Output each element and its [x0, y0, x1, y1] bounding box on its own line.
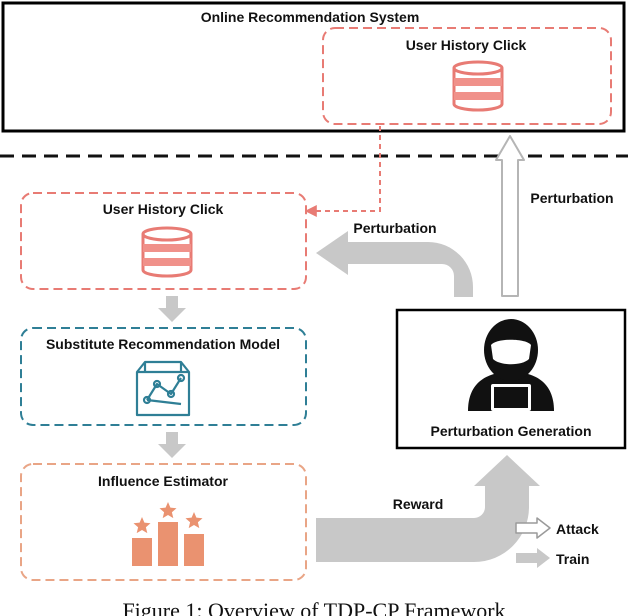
legend-train-arrow	[516, 548, 550, 568]
flow-arrow-down-2	[158, 432, 186, 458]
online-system-box	[1, 1, 626, 133]
hacker-icon	[468, 319, 554, 411]
database-icon	[452, 60, 504, 112]
substitute-model-box	[20, 327, 307, 426]
influence-estimator-box	[20, 463, 307, 581]
perturbation-generation-label: Perturbation Generation	[430, 423, 591, 439]
sync-connector	[304, 126, 381, 217]
legend: Attack Train	[515, 517, 599, 568]
online-system-title: Online Recommendation System	[201, 9, 420, 25]
online-history-box	[322, 27, 612, 125]
perturbation-generation-box	[395, 308, 627, 450]
figure-caption: Figure 1: Overview of TDP-CP Framework	[122, 598, 505, 616]
influence-estimator-label: Influence Estimator	[98, 473, 228, 489]
legend-attack-label: Attack	[556, 521, 599, 537]
reward-label: Reward	[393, 496, 444, 512]
perturbation-attack-arrow	[495, 135, 525, 297]
legend-train-label: Train	[556, 551, 589, 567]
perturbation-attack-label: Perturbation	[530, 190, 613, 206]
local-history-label: User History Click	[103, 201, 224, 217]
flow-arrow-down-1	[158, 296, 186, 322]
legend-attack-arrow	[515, 517, 551, 539]
substitute-model-label: Substitute Recommendation Model	[46, 336, 280, 352]
database-icon	[141, 226, 193, 278]
online-history-label: User History Click	[406, 37, 527, 53]
ranking-icon	[132, 502, 204, 566]
perturbation-train-arrow	[316, 231, 473, 297]
reward-arrow	[316, 455, 540, 562]
perturbation-train-label: Perturbation	[353, 220, 436, 236]
local-history-box	[20, 192, 307, 290]
model-icon	[135, 360, 191, 417]
